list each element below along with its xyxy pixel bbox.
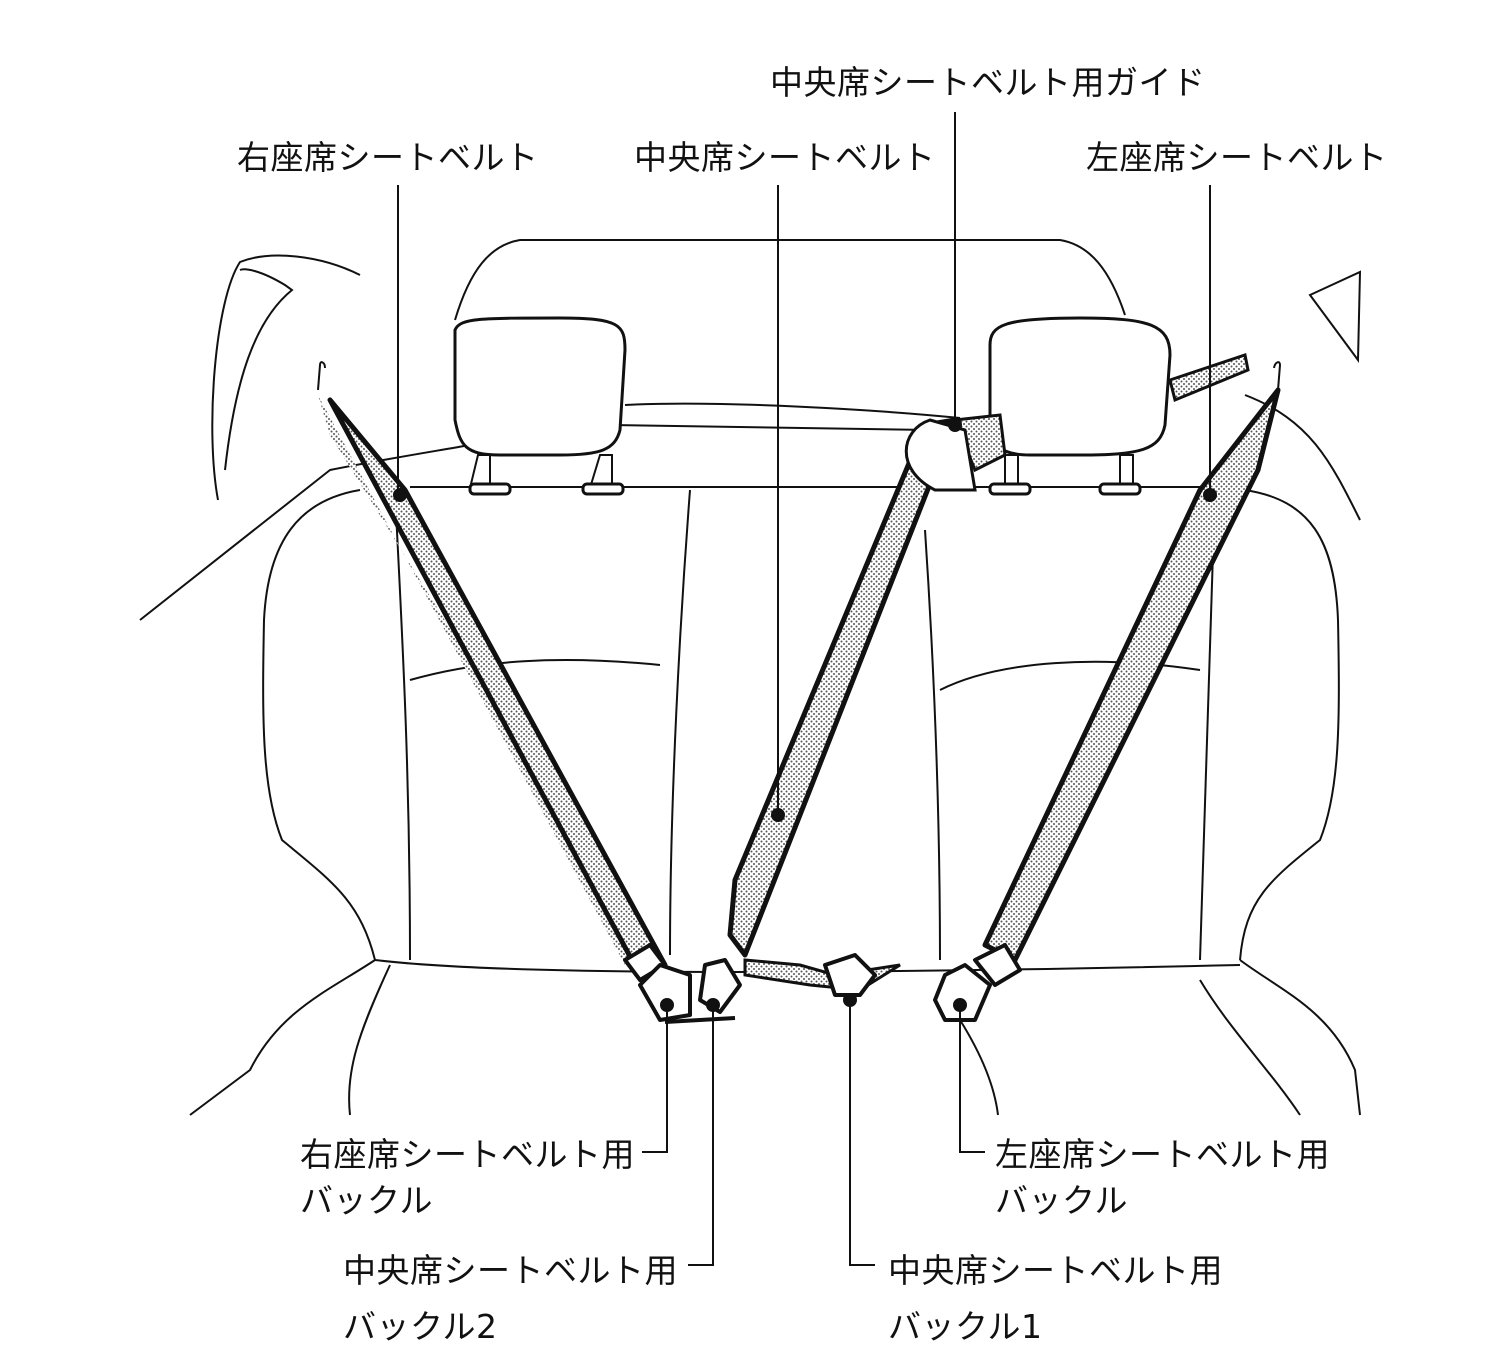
label-right-seat-belt: 右座席シートベルト	[237, 138, 539, 177]
headrest-left-seat	[988, 316, 1172, 496]
label-center-belt-guide: 中央席シートベルト用ガイド	[770, 63, 1206, 102]
headrest-right-seat	[453, 316, 627, 496]
label-center-buckle-1: 中央席シートベルト用 バックル1	[888, 1251, 1223, 1346]
center-belt-guide	[904, 418, 977, 492]
leader-lines	[393, 112, 1217, 1266]
label-left-seat-buckle: 左座席シートベルト用 バックル	[995, 1135, 1330, 1220]
label-left-seat-belt: 左座席シートベルト	[1086, 138, 1388, 177]
label-right-seat-buckle: 右座席シートベルト用 バックル	[300, 1135, 635, 1220]
label-center-seat-belt: 中央席シートベルト	[634, 138, 936, 177]
left-seat-buckle	[933, 943, 1022, 1022]
center-buckle-1	[823, 953, 877, 997]
right-seat-buckle	[623, 943, 692, 1022]
label-center-buckle-2: 中央席シートベルト用 バックル2	[343, 1251, 678, 1346]
interior-outline	[139, 239, 1362, 1116]
